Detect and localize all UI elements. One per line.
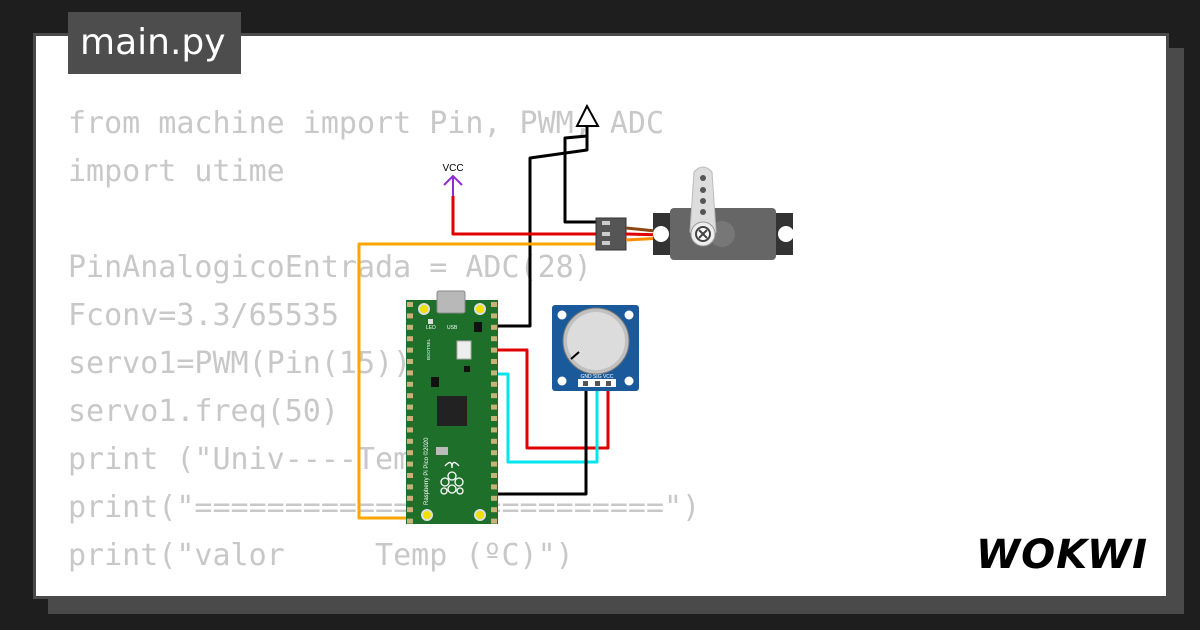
code-line: servo1=PWM(Pin(15)) xyxy=(68,346,412,381)
code-line: PinAnalogicoEntrada = ADC(28) xyxy=(68,250,592,285)
pico-pin xyxy=(491,450,497,456)
pico-pin xyxy=(407,393,413,399)
pot-pin-labels: GND SIG VCC xyxy=(580,374,613,380)
pico-pin xyxy=(407,381,413,387)
wire-black xyxy=(496,385,588,496)
vcc-symbol: VCC xyxy=(442,163,464,196)
pico-led-label: LED xyxy=(426,325,436,331)
pico-pin xyxy=(491,313,497,319)
wokwi-logo: WOKWI xyxy=(976,532,1148,578)
pico-pin-header xyxy=(407,302,497,524)
pico-pin xyxy=(491,347,497,353)
pico-pin xyxy=(491,359,497,364)
vcc-label: VCC xyxy=(442,163,463,174)
pico-pin xyxy=(407,461,413,467)
pico-pin xyxy=(407,450,413,456)
wires xyxy=(357,126,610,520)
potentiometer: GND SIG VCC xyxy=(552,305,639,391)
ground-symbol xyxy=(575,103,600,127)
wire-black xyxy=(496,126,589,328)
pico-pin xyxy=(407,370,413,376)
wire-cyan xyxy=(496,372,599,464)
pico-board: LED USB BOOTSEL Raspberry Pi Pico ©2020 xyxy=(406,290,498,524)
pico-pin xyxy=(491,473,497,478)
code-line: servo1.freq(50) xyxy=(68,394,339,429)
servo-motor xyxy=(595,166,794,260)
pico-pin xyxy=(491,381,497,387)
wire-black xyxy=(563,126,598,224)
pico-pin xyxy=(491,438,497,444)
raspberry-logo-icon xyxy=(440,461,464,495)
pico-pin xyxy=(407,518,413,524)
pico-pin xyxy=(407,313,413,319)
pico-pin xyxy=(491,518,497,524)
pico-pin xyxy=(491,416,497,421)
wire-red xyxy=(451,196,598,236)
code-line: Fconv=3.3/65535 xyxy=(68,298,339,333)
pico-pin xyxy=(407,302,413,307)
pico-pin xyxy=(407,359,413,364)
pico-pin xyxy=(491,427,497,433)
pico-pin xyxy=(491,370,497,376)
wokwi-logo-text: WOKWI xyxy=(976,532,1148,578)
pico-pin xyxy=(407,324,413,330)
pico-pin xyxy=(407,495,413,501)
pico-pin xyxy=(491,495,497,501)
pico-pin xyxy=(491,484,497,490)
pico-pin xyxy=(407,336,413,342)
code-line: import utime xyxy=(68,154,285,189)
pico-side-label: Raspberry Pi Pico ©2020 xyxy=(423,437,430,505)
pico-bootsel-label: BOOTSEL xyxy=(426,338,431,360)
wire-orange xyxy=(357,242,598,520)
wire-red xyxy=(496,348,610,450)
pico-pin xyxy=(407,473,413,478)
pico-pin xyxy=(407,347,413,353)
code-editor[interactable]: from machine import Pin, PWM, ADC import … xyxy=(68,100,700,580)
pico-pin xyxy=(491,404,497,410)
pico-pin xyxy=(491,336,497,342)
file-tab[interactable]: main.py xyxy=(68,12,241,74)
pico-pin xyxy=(491,302,497,307)
pico-pin xyxy=(491,393,497,399)
pico-pin xyxy=(407,404,413,410)
pico-pin xyxy=(407,427,413,433)
pico-pin xyxy=(407,416,413,421)
pico-pin xyxy=(491,461,497,467)
pico-pin xyxy=(407,438,413,444)
pico-pin xyxy=(491,324,497,330)
code-line: print("valor Temp (ºC)") xyxy=(68,538,574,573)
pico-pin xyxy=(407,507,413,513)
pico-usb-label: USB xyxy=(447,325,458,331)
pico-pin xyxy=(491,507,497,513)
code-line: from machine import Pin, PWM, ADC xyxy=(68,106,665,141)
file-tab-label: main.py xyxy=(80,22,226,63)
pico-pin xyxy=(407,484,413,490)
